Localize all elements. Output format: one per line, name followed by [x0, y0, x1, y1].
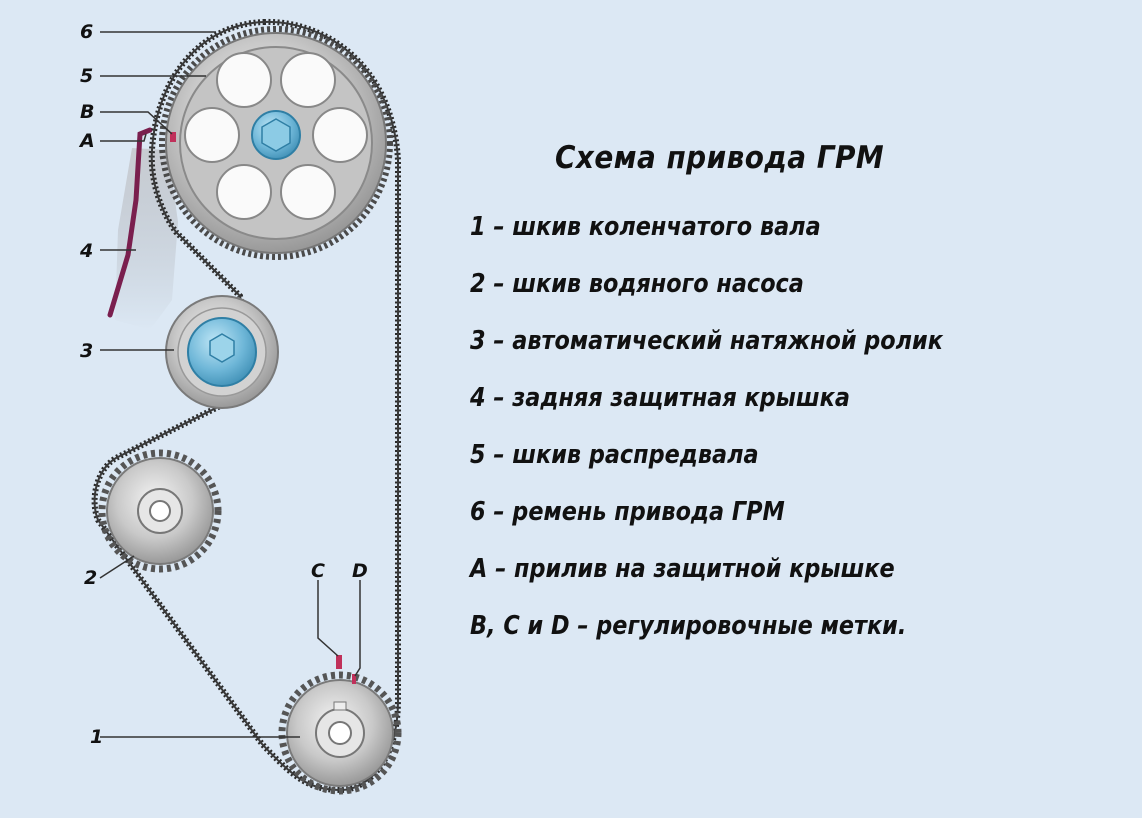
- legend-item-bcd: B, C и D – регулировочные метки.: [470, 611, 907, 641]
- callout-5: 5: [80, 65, 93, 87]
- callout-2: 2: [84, 567, 97, 589]
- rear-cover-shape: [115, 148, 178, 330]
- legend-item-5: 5 – шкив распредвала: [470, 440, 759, 470]
- legend-item-3: 3 – автоматический натяжной ролик: [470, 326, 943, 356]
- legend-item-2: 2 – шкив водяного насоса: [470, 269, 804, 299]
- legend-item-6: 6 – ремень привода ГРМ: [470, 497, 785, 527]
- legend-item-1: 1 – шкив коленчатого вала: [470, 212, 821, 242]
- crankshaft-pulley: [278, 671, 402, 795]
- mark-b: [170, 132, 176, 142]
- legend-item-a: A – прилив на защитной крышке: [470, 554, 895, 584]
- rear-cover-contour: [107, 127, 153, 318]
- mark-c: [336, 655, 342, 669]
- callout-c: C: [311, 560, 325, 582]
- timing-belt: [91, 18, 401, 794]
- callout-a: A: [78, 130, 95, 152]
- water-pump-pulley: [98, 449, 222, 573]
- callout-b: B: [80, 101, 94, 123]
- callout-d: D: [352, 560, 368, 582]
- mark-d: [352, 674, 356, 684]
- callout-4: 4: [79, 240, 93, 262]
- legend-title: Схема привода ГРМ: [555, 140, 885, 176]
- leader-lines: [99, 31, 361, 738]
- tensioner-roller: [165, 295, 279, 409]
- camshaft-pulley: [159, 26, 393, 260]
- callout-1: 1: [90, 726, 103, 748]
- legend-item-4: 4 – задняя защитная крышка: [470, 383, 850, 413]
- callout-6: 6: [80, 21, 93, 43]
- callout-3: 3: [80, 340, 93, 362]
